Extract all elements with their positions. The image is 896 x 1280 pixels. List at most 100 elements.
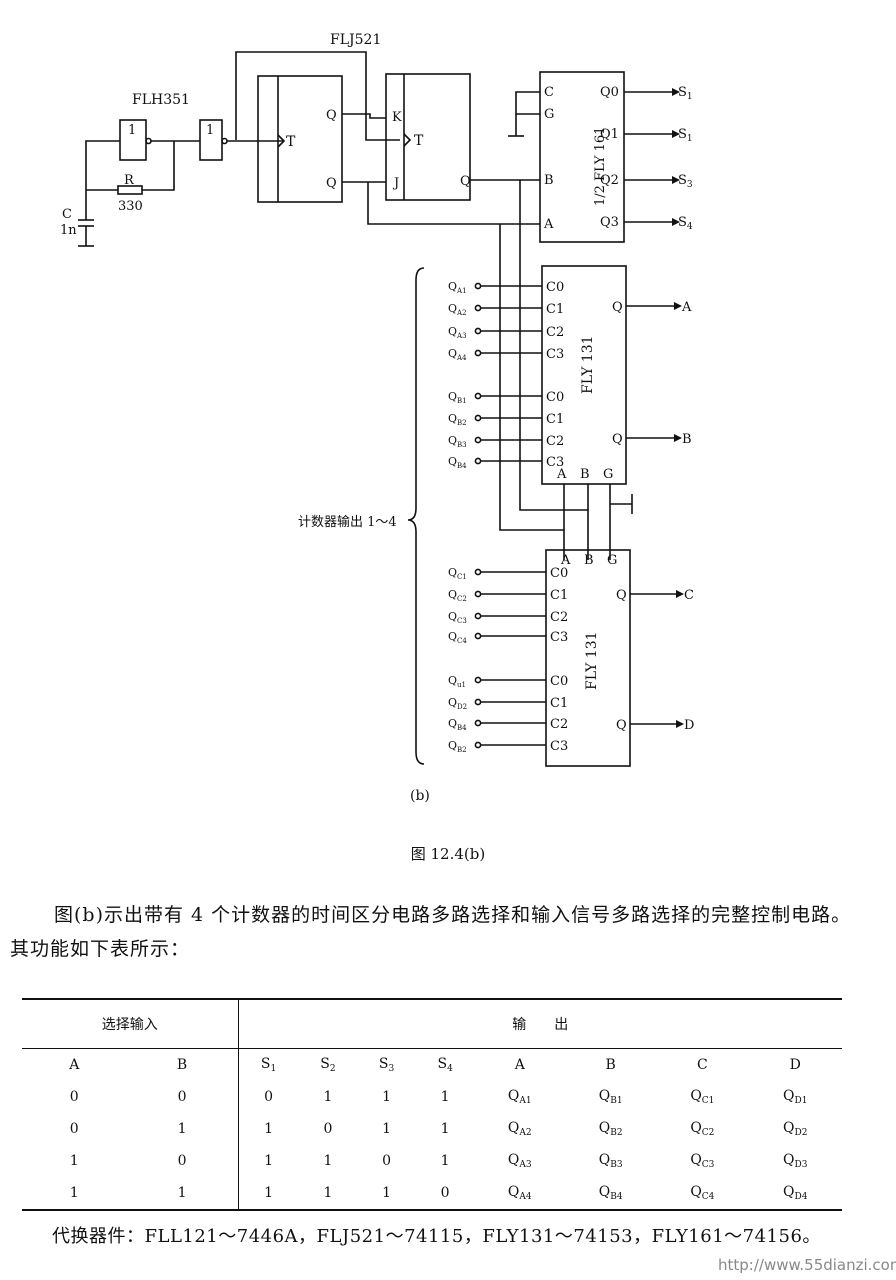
input-label: QA1 (448, 280, 467, 295)
input-label: QA4 (448, 347, 467, 362)
mux-select-label: A (556, 467, 567, 482)
input-terminal (474, 414, 482, 422)
table-cell: 1 (323, 1153, 333, 1169)
ff2-j-pin: J (392, 176, 399, 191)
mux-pin-label: C1 (550, 588, 568, 603)
mux1-name: FLY 131 (580, 335, 596, 394)
col-s4: S4 (415, 1048, 475, 1081)
table-cell: QA2 (507, 1120, 532, 1138)
input-label: QD2 (448, 696, 467, 711)
table-cell: 0 (323, 1121, 333, 1137)
col-out-c: C (656, 1048, 749, 1081)
ff1-t-pin: T (286, 134, 296, 150)
mux-output-label: D (684, 718, 694, 733)
capacitor-value: 1n (60, 223, 77, 238)
input-terminal (474, 349, 482, 357)
input-label: QC3 (448, 610, 467, 625)
table-cell: QC3 (690, 1152, 715, 1170)
table-cell: QA4 (474, 1177, 566, 1211)
decoder-pin-right: Q1 (600, 127, 619, 142)
decoder-pin-right: Q2 (600, 173, 619, 188)
mux-pin-label: C2 (550, 610, 568, 625)
col-a: A (22, 1048, 127, 1081)
table-cell: QB1 (598, 1088, 623, 1106)
ff2-k-pin: K (392, 110, 402, 125)
input-label: QB1 (448, 390, 467, 405)
input-label: Qu1 (448, 674, 466, 689)
mux1-input-wires (474, 282, 542, 465)
mux-q-label: Q (612, 432, 623, 447)
table-cell: 0 (382, 1153, 391, 1169)
table-cell: QC2 (690, 1120, 715, 1138)
table-cell: 1 (126, 1177, 239, 1211)
resistor-value: 330 (118, 199, 143, 214)
mux-q-label: Q (612, 300, 623, 315)
mux-pin-label: C1 (546, 412, 564, 427)
input-label: QB3 (448, 434, 467, 449)
table-cell: 1 (440, 1089, 450, 1105)
input-label: QB2 (448, 739, 467, 754)
decoder-output-label: S1 (678, 127, 693, 144)
col-out-a: A (474, 1048, 566, 1081)
mux-select-label: G (607, 553, 617, 568)
mux-output-label: A (681, 300, 692, 315)
table-cell: 1 (264, 1121, 274, 1137)
mux-pin-label: C3 (550, 739, 568, 754)
description-paragraph: 图(b)示出带有 4 个计数器的时间区分电路多路选择和输入信号多路选择的完整控制… (10, 904, 852, 960)
mux-pin-label: C0 (550, 674, 568, 689)
table-cell: QC1 (690, 1088, 715, 1106)
table-cell: QD1 (783, 1088, 808, 1106)
mux-pin-label: C3 (546, 455, 564, 470)
mux-output-label: B (682, 432, 692, 447)
table-cell: QA1 (507, 1088, 532, 1106)
decoder-output-label: S1 (678, 85, 693, 102)
input-label: QC1 (448, 566, 467, 581)
table-cell: 1 (382, 1089, 391, 1105)
table-cell: 0 (126, 1145, 239, 1177)
table-cell: 1 (264, 1153, 274, 1169)
input-terminal (474, 741, 482, 749)
input-terminal (474, 568, 482, 576)
header-select-inputs: 选择输入 (22, 998, 239, 1049)
input-label: QB2 (448, 412, 467, 427)
decoder-pin-left: G (544, 107, 554, 122)
table-cell: 1 (440, 1153, 450, 1169)
table-cell: QB4 (565, 1177, 657, 1211)
mux2-name: FLY 131 (584, 631, 600, 690)
inverter2-label: 1 (206, 123, 214, 138)
input-label: QB4 (448, 717, 467, 732)
input-terminal (474, 327, 482, 335)
ff2-t-pin: T (414, 133, 424, 149)
mux2-input-wires (474, 568, 546, 749)
mux-pin-label: C3 (550, 630, 568, 645)
input-terminal (474, 632, 482, 640)
inverter1-label: 1 (128, 123, 136, 138)
table-cell: 1 (298, 1177, 358, 1211)
mux-select-label: G (603, 467, 613, 482)
table-cell: 0 (69, 1089, 79, 1105)
decoder-pin-left: B (544, 173, 554, 188)
resistor-label: R (124, 173, 135, 188)
watermark: http://www.55dianzi.com (718, 1256, 896, 1274)
input-label: QC4 (448, 630, 467, 645)
decoder-name: 1/2 FLY 161 (593, 127, 608, 206)
flj521-label: FLJ521 (330, 32, 381, 48)
table-cell: 0 (69, 1121, 79, 1137)
table-cell: 1 (382, 1121, 391, 1137)
col-b: B (126, 1048, 239, 1081)
table-cell: QB2 (598, 1120, 623, 1138)
mux-select-label: A (560, 553, 571, 568)
input-label: QC2 (448, 588, 467, 603)
table-cell: 0 (126, 1081, 239, 1113)
table-cell: 1 (238, 1177, 299, 1211)
table-cell: QA3 (507, 1152, 532, 1170)
table-cell: QD3 (783, 1152, 808, 1170)
decoder-output-label: S3 (678, 173, 693, 190)
table-cell: QD2 (783, 1120, 808, 1138)
input-label: QA3 (448, 325, 467, 340)
col-out-b: B (565, 1048, 657, 1081)
